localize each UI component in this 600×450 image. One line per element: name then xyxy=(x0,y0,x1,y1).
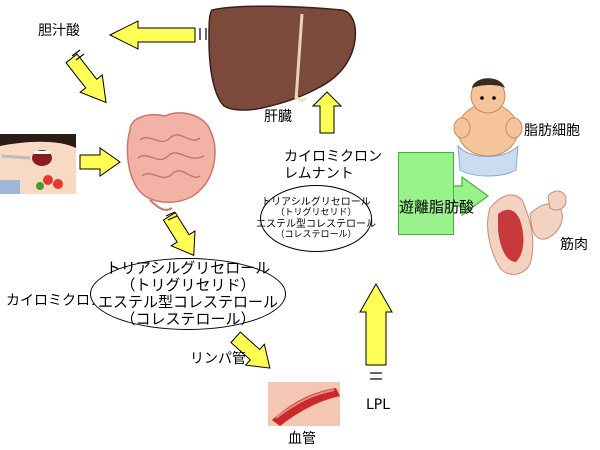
adipocyte-person-illustration xyxy=(453,78,523,177)
remnant-ellipse-line3: エステル型コレステロール xyxy=(256,218,376,230)
chylomicron-ellipse-line1: トリアシルグリセロール xyxy=(105,258,271,277)
liver-label: 肝臓 xyxy=(264,109,292,125)
intestine-illustration xyxy=(126,112,216,211)
ffa-box xyxy=(398,152,454,235)
lpl-label: LPL xyxy=(366,397,391,413)
chylomicron-ellipse-line4: （コレステロール） xyxy=(120,310,256,329)
remnant-label-line1: カイロミクロン xyxy=(284,149,382,165)
chylomicron-ellipse-line2: （トリグリセリド） xyxy=(120,275,256,294)
remnant-ellipse-line1: トリアシルグリセロール xyxy=(261,196,371,208)
lymph-label: リンパ管 xyxy=(190,351,246,367)
arrow-intestine-to-chylomicron xyxy=(162,211,196,257)
chylomicron-label: カイロミクロン xyxy=(6,293,104,309)
arrow-bile-to-intestine xyxy=(65,53,107,104)
chylomicron-ellipse: トリアシルグリセロール （トリグリセリド） エステル型コレステロール （コレステ… xyxy=(90,258,286,330)
chylomicron-ellipse-line3: エステル型コレステロール xyxy=(97,293,278,311)
blood-vessel-label: 血管 xyxy=(288,431,316,447)
muscle-arm-illustration xyxy=(487,190,567,275)
arrow-food-to-intestine xyxy=(79,147,121,177)
person-eating-illustration xyxy=(0,134,76,194)
blood-vessel-illustration xyxy=(268,382,340,426)
remnant-ellipse-line2: （トリグリセリド） xyxy=(275,208,357,219)
remnant-ellipse-line4: （コレステロール） xyxy=(275,230,357,240)
remnant-ellipse: トリアシルグリセロール （トリグリセリド） エステル型コレステロール （コレステ… xyxy=(256,185,376,252)
ffa-label: 遊離脂肪酸 xyxy=(399,198,475,216)
arrow-remnant-to-liver xyxy=(311,91,343,134)
remnant-label-line2: レムナント xyxy=(284,166,354,182)
arrow-lpl-up xyxy=(359,282,393,366)
adipocyte-label: 脂肪細胞 xyxy=(524,123,580,139)
arrow-lymph-to-blood xyxy=(230,331,271,369)
liver-illustration xyxy=(208,5,357,111)
bile-acid-label: 胆汁酸 xyxy=(38,23,80,39)
muscle-label: 筋肉 xyxy=(560,237,588,253)
arrow-bile-left xyxy=(108,20,196,50)
